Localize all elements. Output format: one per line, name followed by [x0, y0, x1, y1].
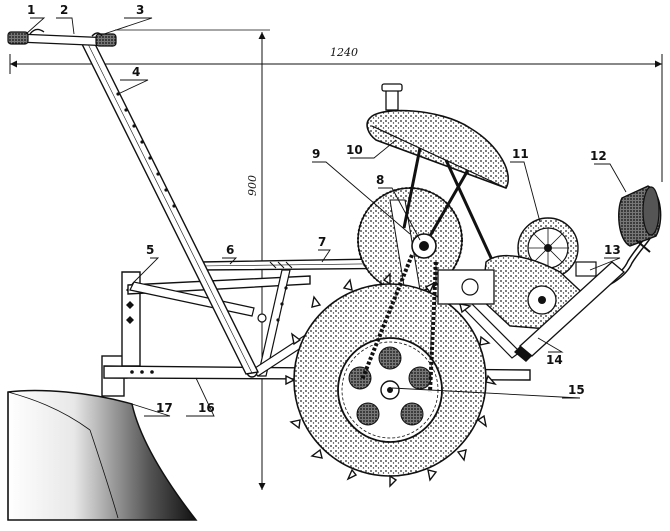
callout-9: 9: [312, 147, 320, 161]
dimension-length: 1240: [9, 46, 663, 182]
callout-10: 10: [346, 143, 363, 157]
dimension-height-label: 900: [246, 175, 259, 196]
dimension-length-label: 1240: [330, 46, 358, 59]
callout-3: 3: [136, 3, 144, 17]
callout-1: 1: [27, 3, 35, 17]
callout-6: 6: [226, 243, 234, 257]
callout-14: 14: [546, 353, 563, 367]
callout-11: 11: [512, 147, 529, 161]
callout-5: 5: [146, 243, 154, 257]
fuel-tank: [366, 83, 510, 261]
callout-13: 13: [604, 243, 621, 257]
callout-17: 17: [156, 401, 173, 415]
callouts: 1 2 3 4 5 6 7 8 9 10 11 12 13 14 15 16 1…: [27, 3, 621, 415]
leader-lines: [25, 17, 627, 417]
handlebar: [7, 28, 260, 375]
callout-2: 2: [60, 3, 68, 17]
muffler: [618, 185, 662, 253]
callout-12: 12: [590, 149, 607, 163]
drive-wheel: [285, 272, 497, 488]
callout-16: 16: [198, 401, 215, 415]
callout-8: 8: [376, 173, 384, 187]
drive-chain: [360, 254, 438, 393]
callout-7: 7: [318, 235, 326, 249]
callout-15: 15: [568, 383, 585, 397]
callout-4: 4: [132, 65, 140, 79]
